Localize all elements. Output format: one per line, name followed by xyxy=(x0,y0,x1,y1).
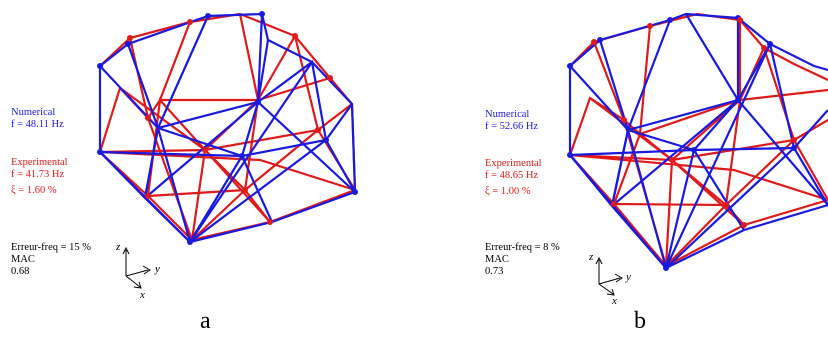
axis-z-label-a: z xyxy=(115,241,121,253)
panel-letter-a: a xyxy=(200,308,211,334)
mac-value-b: 0.73 xyxy=(485,266,504,277)
axis-triad-b xyxy=(595,256,623,296)
mac-label-b: MAC xyxy=(485,254,509,265)
mode-shape-plot-b: z y x xyxy=(567,12,828,307)
axis-y-label-b: y xyxy=(625,271,631,283)
panel-letter-b: b xyxy=(634,308,646,334)
axis-z-label-b: z xyxy=(588,251,594,263)
axis-x-label-b: x xyxy=(611,295,617,307)
mode-shape-plot-a: z y x xyxy=(97,11,358,301)
panel-a: z y x Numerical f = 48.11 Hz Experimenta… xyxy=(11,11,358,334)
frequency-error-a: Erreur-freq = 15 % xyxy=(11,242,92,253)
experimental-mesh-b xyxy=(568,12,828,268)
numerical-frequency-b: f = 52.66 Hz xyxy=(485,121,539,132)
axis-triad-a xyxy=(122,246,151,289)
mac-label-a: MAC xyxy=(11,254,35,265)
numerical-frequency-a: f = 48.11 Hz xyxy=(11,119,64,130)
numerical-label-a: Numerical xyxy=(11,107,56,118)
numerical-mesh-a xyxy=(98,12,357,244)
experimental-frequency-a: f = 41.73 Hz xyxy=(11,169,65,180)
axis-x-label-a: x xyxy=(139,289,145,301)
nodes-a xyxy=(97,11,358,245)
axis-y-label-a: y xyxy=(154,263,160,275)
numerical-label-b: Numerical xyxy=(485,109,530,120)
damping-ratio-b: ξ = 1.00 % xyxy=(485,186,531,197)
experimental-frequency-b: f = 48.65 Hz xyxy=(485,170,539,181)
damping-ratio-a: ξ = 1.60 % xyxy=(11,185,57,196)
mac-value-a: 0.68 xyxy=(11,266,30,277)
numerical-mesh-b xyxy=(568,12,828,270)
experimental-label-a: Experimental xyxy=(11,157,68,168)
nodes-b xyxy=(567,15,797,271)
experimental-label-b: Experimental xyxy=(485,158,542,169)
panel-b: z y x Numerical f = 52.66 Hz Experimenta… xyxy=(414,0,828,345)
frequency-error-b: Erreur-freq = 8 % xyxy=(485,242,560,253)
